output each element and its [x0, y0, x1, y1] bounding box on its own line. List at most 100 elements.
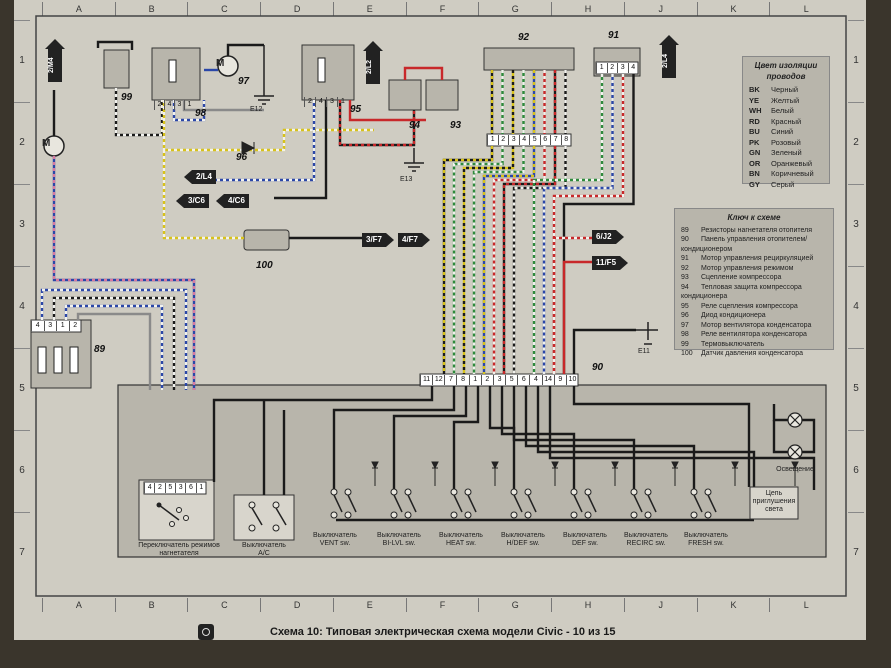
- wire-92-pin-5-stripe: [482, 146, 536, 374]
- mode-switch-5: [570, 461, 619, 519]
- key-item-text: Диод кондиционера: [701, 312, 766, 319]
- ac-switch-box: [233, 494, 295, 541]
- label-recirc-switch: Выключатель RECIRC sw.: [624, 532, 668, 547]
- grid-column-L: L: [769, 2, 842, 16]
- wire-panel-blower: [212, 386, 434, 482]
- grid-column-G: G: [478, 598, 551, 612]
- label-hdef-switch: Выключатель H/DEF sw.: [501, 532, 545, 547]
- mode-switch-6: [630, 461, 679, 519]
- label-def-switch: Выключатель DEF sw.: [563, 532, 607, 547]
- key-item-number: 95: [681, 302, 689, 310]
- key-item-number: 99: [681, 340, 689, 348]
- pin-p98-3: 3: [174, 100, 184, 110]
- wire-color-code: RD: [749, 116, 760, 126]
- wire-91-pin-3-stripe: [552, 74, 625, 374]
- pin-p90-8: 8: [456, 375, 468, 385]
- grid-column-K: K: [696, 598, 770, 612]
- label-98: 98: [195, 108, 207, 119]
- wire-panel-sw-3: [452, 386, 480, 490]
- wire-color-name: Красный: [771, 116, 802, 126]
- wire-panel-sw-7: [524, 386, 696, 490]
- wire-panel-ground: [572, 328, 636, 374]
- wire-thermo-top: [96, 40, 134, 50]
- key-item-number: 100: [681, 350, 693, 357]
- label-dimmer-circuit: Цепь приглушения света: [752, 490, 796, 513]
- pin-p90-3: 3: [492, 375, 505, 385]
- ground-e13: [404, 148, 424, 172]
- wire-color-name: Розовый: [771, 137, 801, 147]
- wire-89-1-stripe: [40, 288, 188, 390]
- resistor-3: [69, 346, 79, 374]
- key-item-text: Мотор вентилятора конденсатора: [701, 321, 812, 329]
- label-93: 93: [450, 120, 462, 131]
- pin-p89-4: 4: [31, 321, 44, 331]
- key-item-number: 89: [681, 226, 689, 234]
- wire-color-name: Белый: [771, 106, 794, 115]
- label-99: 99: [121, 92, 133, 103]
- mode-switches-group: [156, 461, 799, 532]
- wire-relay-diode-stripe: [162, 100, 374, 152]
- connector-4c6: 4/C6: [216, 194, 249, 208]
- grid-column-C: C: [187, 2, 260, 16]
- pin-p92-4: 4: [518, 135, 530, 145]
- key-item-text: Тепловая защита компрессора кондиционера: [681, 283, 802, 301]
- pin-p_blower-6: 6: [185, 483, 195, 493]
- diode-96-symbol: [241, 141, 256, 155]
- wire-sensor-left: [162, 150, 244, 240]
- label-fresh-switch: Выключатель FRESH sw.: [684, 532, 728, 547]
- wire-color-code: GN: [749, 148, 761, 157]
- key-item-number: 92: [681, 264, 689, 272]
- manual-logo-icon: [198, 624, 214, 640]
- grid-row-3: 3: [848, 184, 864, 266]
- key-item-number: 91: [681, 255, 689, 262]
- connector-2m4: 2/M4: [48, 48, 62, 82]
- wire-color-code: BN: [749, 169, 760, 178]
- key-item-text: Датчик давления конденсатора: [701, 350, 804, 357]
- wires-group: [40, 40, 816, 522]
- connector-11f5: 11/F5: [592, 256, 629, 270]
- grid-row-5: 5: [14, 348, 30, 430]
- grid-column-A: A: [42, 2, 115, 16]
- label-blower-switch: Переключатель режимов нагнетателя: [138, 542, 220, 557]
- grid-column-E: E: [332, 2, 406, 16]
- pin-p_blower-4: 4: [144, 483, 154, 493]
- wire-color-legend-title: Цвет изоляции проводов: [754, 61, 818, 81]
- compressor-clutch-93-box: [425, 79, 459, 111]
- thermal-protection-94-box: [388, 79, 422, 111]
- pressure-sensor-100-box: [243, 229, 290, 251]
- grid-column-B: B: [114, 598, 188, 612]
- fan-motor-symbol: M: [216, 58, 225, 69]
- wire-92-pin-6-stripe: [492, 146, 546, 374]
- pin-p90-9: 9: [553, 375, 566, 385]
- connector-2l4: 2/L4: [183, 170, 217, 184]
- grid-row-1: 1: [848, 20, 864, 102]
- pin-p98-2: 2: [154, 100, 164, 110]
- thermo-switch-99-box: [103, 49, 130, 89]
- wire-92-pin-2-stripe: [452, 146, 504, 374]
- label-97: 97: [238, 76, 250, 87]
- wire-color-name: Синий: [771, 127, 794, 136]
- blower-switch-symbol: [156, 502, 189, 527]
- key-item-number: 90: [681, 236, 689, 243]
- wire-92-pin-1-stripe: [442, 146, 494, 374]
- wire-panel-sw-8: [536, 386, 756, 490]
- wire-thermo-relay-stripe: [114, 88, 164, 137]
- connector-3f7: 3/F7: [362, 233, 395, 247]
- label-heat-switch: Выключатель HEAT sw.: [439, 532, 483, 547]
- grid-column-D: D: [260, 2, 333, 16]
- pin-p90-2: 2: [480, 375, 493, 385]
- grid-row-6: 6: [14, 430, 30, 512]
- pin-p89-2: 2: [68, 321, 82, 331]
- relay-95-coil: [317, 57, 326, 83]
